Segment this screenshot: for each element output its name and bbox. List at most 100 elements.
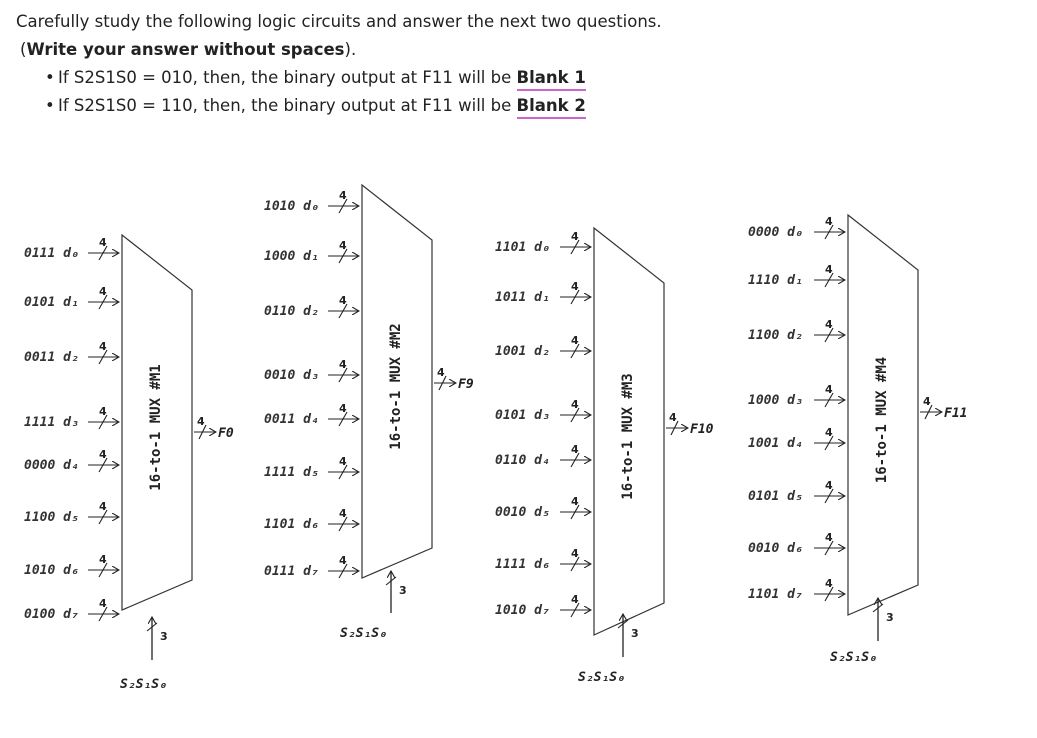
question-list: If S2S1S0 = 010, then, the binary output… bbox=[16, 64, 662, 120]
input-label: 0000 d₄ bbox=[24, 458, 79, 473]
input-label: 0011 d₂ bbox=[24, 350, 79, 365]
bus-slash bbox=[824, 586, 834, 602]
input-label: 0101 d₁ bbox=[24, 295, 79, 310]
bus-slash bbox=[570, 343, 580, 359]
input-label: 0111 d₇ bbox=[264, 564, 319, 579]
bus-width-label: 4 bbox=[339, 455, 347, 468]
input-label: 1000 d₃ bbox=[748, 393, 803, 408]
bus-width-label: 4 bbox=[825, 479, 833, 492]
bus-width-label: 4 bbox=[99, 340, 107, 353]
output-label: F0 bbox=[218, 426, 234, 441]
input-label: 1100 d₂ bbox=[748, 328, 803, 343]
bus-slash bbox=[98, 414, 108, 430]
instruction-note: (Write your answer without spaces). bbox=[20, 36, 662, 64]
bus-width-label: 4 bbox=[99, 285, 107, 298]
bus-width-label: 4 bbox=[571, 334, 579, 347]
bus-width-label: 4 bbox=[339, 358, 347, 371]
input-label: 1111 d₃ bbox=[24, 415, 79, 430]
output-label: F9 bbox=[458, 377, 474, 392]
paren-close: ). bbox=[344, 40, 357, 59]
bus-slash bbox=[824, 327, 834, 343]
bus-width-label: 4 bbox=[571, 547, 579, 560]
input-label: 1010 d₇ bbox=[495, 603, 550, 618]
instruction-line: Carefully study the following logic circ… bbox=[16, 12, 662, 31]
blank-1[interactable]: Blank 1 bbox=[516, 68, 586, 91]
bus-width-label: 4 bbox=[197, 415, 205, 428]
mux-name: 16-to-1 MUX #M3 bbox=[620, 373, 636, 499]
bus-slash bbox=[824, 540, 834, 556]
select-width-label: 3 bbox=[160, 630, 168, 643]
bus-slash bbox=[338, 563, 348, 579]
select-label: S₂S₁S₀ bbox=[120, 677, 167, 692]
input-label: 1010 d₆ bbox=[24, 563, 79, 578]
mux-body bbox=[593, 226, 665, 636]
bus-width-label: 4 bbox=[825, 318, 833, 331]
mux-name: 16-to-1 MUX #M1 bbox=[148, 364, 164, 490]
bus-slash bbox=[924, 404, 933, 420]
bus-width-label: 4 bbox=[571, 593, 579, 606]
bus-width-label: 4 bbox=[825, 426, 833, 439]
select-slash bbox=[617, 619, 629, 629]
input-label: 1011 d₁ bbox=[495, 290, 550, 305]
bus-slash bbox=[98, 245, 108, 261]
question-text: Carefully study the following logic circ… bbox=[16, 8, 662, 120]
bus-slash bbox=[338, 367, 348, 383]
input-label: 1111 d₅ bbox=[264, 465, 319, 480]
bus-slash bbox=[338, 516, 348, 532]
input-label: 1001 d₄ bbox=[748, 436, 803, 451]
question-item-1: If S2S1S0 = 010, then, the binary output… bbox=[45, 64, 662, 92]
input-label: 0010 d₃ bbox=[264, 368, 319, 383]
select-width-label: 3 bbox=[631, 627, 639, 640]
instruction-bold: Write your answer without spaces bbox=[26, 40, 345, 59]
bus-width-label: 4 bbox=[825, 383, 833, 396]
select-width-label: 3 bbox=[399, 584, 407, 597]
select-label: S₂S₁S₀ bbox=[340, 626, 387, 641]
bus-width-label: 4 bbox=[571, 398, 579, 411]
bus-slash bbox=[824, 224, 834, 240]
input-label: 1000 d₁ bbox=[264, 249, 319, 264]
question-2-text: If S2S1S0 = 110, then, the binary output… bbox=[58, 96, 517, 115]
bus-slash bbox=[824, 272, 834, 288]
input-label: 0011 d₄ bbox=[264, 412, 319, 427]
blank-2[interactable]: Blank 2 bbox=[516, 96, 586, 119]
input-label: 0100 d₇ bbox=[24, 607, 79, 622]
bus-width-label: 4 bbox=[571, 230, 579, 243]
bus-slash bbox=[824, 488, 834, 504]
select-slash bbox=[385, 576, 397, 586]
mux-body bbox=[121, 233, 193, 611]
select-width-label: 3 bbox=[886, 611, 894, 624]
bus-slash bbox=[570, 289, 580, 305]
input-label: 0000 d₀ bbox=[748, 225, 803, 240]
bus-slash bbox=[570, 602, 580, 618]
bus-slash bbox=[338, 411, 348, 427]
bus-slash bbox=[98, 457, 108, 473]
bus-slash bbox=[338, 464, 348, 480]
paren-open: ( bbox=[20, 40, 27, 59]
bus-slash bbox=[570, 504, 580, 520]
input-label: 0101 d₅ bbox=[748, 489, 803, 504]
input-label: 1101 d₀ bbox=[495, 240, 550, 255]
select-label: S₂S₁S₀ bbox=[830, 650, 877, 665]
input-label: 1001 d₂ bbox=[495, 344, 550, 359]
bus-width-label: 4 bbox=[339, 189, 347, 202]
input-label: 1110 d₁ bbox=[748, 273, 803, 288]
bus-width-label: 4 bbox=[669, 411, 677, 424]
question-1-text: If S2S1S0 = 010, then, the binary output… bbox=[58, 68, 517, 87]
bus-width-label: 4 bbox=[99, 553, 107, 566]
input-label: 1101 d₇ bbox=[748, 587, 803, 602]
bus-width-label: 4 bbox=[99, 500, 107, 513]
bus-width-label: 4 bbox=[99, 405, 107, 418]
input-label: 1101 d₆ bbox=[264, 517, 319, 532]
output-label: F11 bbox=[944, 406, 967, 421]
bus-slash bbox=[824, 435, 834, 451]
bus-width-label: 4 bbox=[437, 366, 445, 379]
bus-width-label: 4 bbox=[339, 507, 347, 520]
input-label: 1010 d₀ bbox=[264, 199, 319, 214]
bus-width-label: 4 bbox=[825, 215, 833, 228]
bus-width-label: 4 bbox=[339, 554, 347, 567]
bus-slash bbox=[338, 303, 348, 319]
question-item-2: If S2S1S0 = 110, then, the binary output… bbox=[45, 92, 662, 120]
